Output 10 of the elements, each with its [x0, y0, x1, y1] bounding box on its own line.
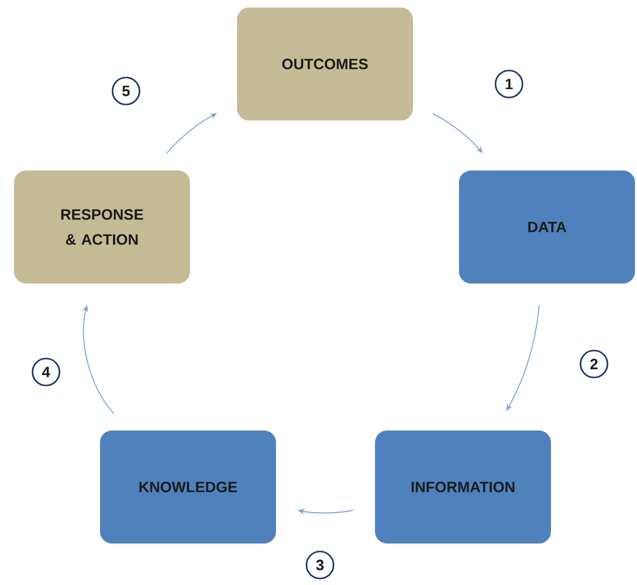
callout-number: 3 — [306, 550, 334, 580]
process-box: KNOWLEDGE — [100, 430, 276, 544]
callout-number: 5 — [112, 76, 140, 106]
callout-number: 4 — [32, 358, 60, 386]
process-box: DATA — [459, 170, 635, 284]
process-box: OUTCOMES — [237, 8, 413, 120]
process-box: RESPONSE & ACTION — [14, 170, 190, 284]
callout-number: 2 — [580, 350, 608, 378]
callout-number: 1 — [494, 70, 524, 98]
process-box: INFORMATION — [375, 430, 551, 544]
